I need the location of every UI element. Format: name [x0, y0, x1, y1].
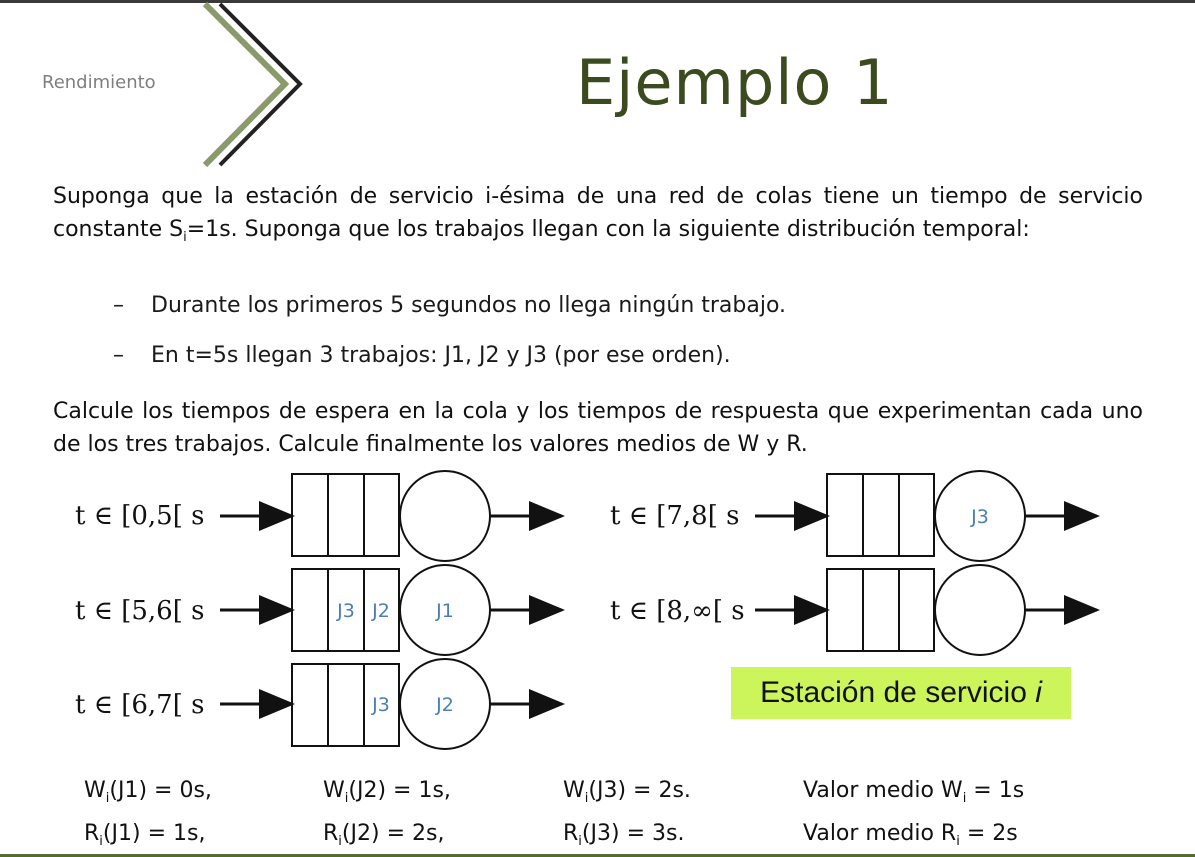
bottom-border [0, 854, 1195, 857]
server-job: J2 [435, 694, 454, 716]
queue-station-row: t ∈ [7,8[ s J3 [610, 470, 1100, 562]
queue-station-row: t ∈ [0,5[ s [75, 470, 565, 562]
queue-slot-job: J3 [371, 694, 390, 716]
bullet-dash: – [113, 293, 124, 318]
queue-station-row: t ∈ [8,∞[ s [610, 564, 1100, 656]
results-job1: Wi(J1) = 0s, Ri(J1) = 1s, [84, 769, 212, 855]
section-label: Rendimiento [42, 72, 156, 93]
queue-buffer [291, 663, 400, 747]
arrival-distribution-list: –Durante los primeros 5 segundos no lleg… [113, 293, 786, 393]
time-interval-label: t ∈ [7,8[ s [610, 501, 739, 531]
queue-station-row: t ∈ [5,6[ s J3 J2 J1 [75, 564, 565, 656]
list-item: –Durante los primeros 5 segundos no lleg… [113, 293, 786, 343]
server-circle [399, 470, 491, 562]
time-interval-label: t ∈ [5,6[ s [75, 596, 204, 626]
waiting-time-j2: Wi(J2) = 1s, [323, 778, 451, 806]
response-time-j2: Ri(J2) = 2s, [323, 821, 445, 849]
queue-station-row: t ∈ [6,7[ s J3 J2 [75, 658, 565, 750]
mean-response-time: Valor medio Ri = 2s [803, 821, 1018, 849]
queue-buffer [826, 473, 935, 557]
mean-waiting-time: Valor medio Wi = 1s [803, 778, 1025, 806]
response-time-j1: Ri(J1) = 1s, [84, 821, 206, 849]
results-job3: Wi(J3) = 2s. Ri(J3) = 3s. [563, 769, 691, 855]
results-averages: Valor medio Wi = 1s Valor medio Ri = 2s [803, 769, 1024, 855]
server-job: J3 [970, 506, 989, 528]
slide-title: Ejemplo 1 [576, 46, 894, 119]
queue-slot-job: J3 [336, 600, 355, 622]
time-interval-label: t ∈ [6,7[ s [75, 690, 204, 720]
waiting-time-j1: Wi(J1) = 0s, [84, 778, 212, 806]
queue-slot-job: J2 [371, 600, 390, 622]
queue-buffer [826, 568, 935, 652]
top-border [0, 0, 1195, 3]
response-time-j3: Ri(J3) = 3s. [563, 821, 685, 849]
server-job: J1 [435, 600, 454, 622]
time-interval-label: t ∈ [0,5[ s [75, 501, 204, 531]
queue-buffer [291, 473, 400, 557]
queue-diagram: t ∈ [0,5[ s t ∈ [5,6[ s J3 J2 J1 t ∈ [6,… [75, 470, 1100, 750]
server-circle [934, 564, 1026, 656]
waiting-time-j3: Wi(J3) = 2s. [563, 778, 691, 806]
question-text: Calcule los tiempos de espera en la cola… [53, 399, 1143, 457]
problem-statement: Suponga que la estación de servicio i-és… [53, 184, 1143, 245]
section-chevron-decoration [120, 1, 485, 168]
list-item: –En t=5s llegan 3 trabajos: J1, J2 y J3 … [113, 343, 786, 393]
bullet-dash: – [113, 343, 124, 368]
results-job2: Wi(J2) = 1s, Ri(J2) = 2s, [323, 769, 451, 855]
station-label-highlight: Estación de servicio i [731, 667, 1071, 719]
time-interval-label: t ∈ [8,∞[ s [610, 596, 745, 626]
